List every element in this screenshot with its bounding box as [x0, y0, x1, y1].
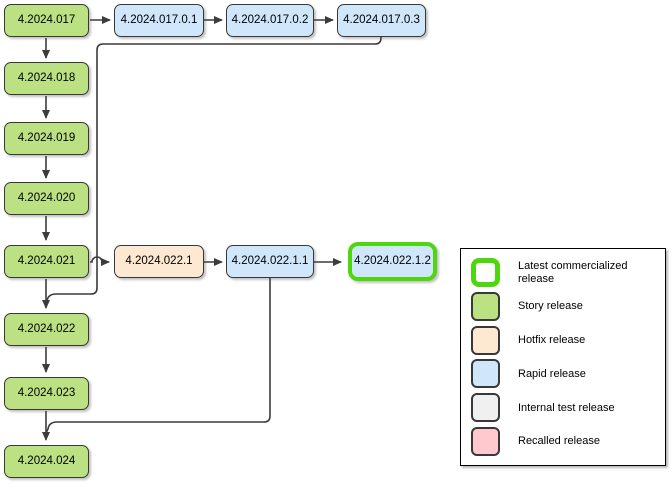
node-label: 4.2024.022.1.2 [354, 254, 431, 267]
node-4-2024-022-1: 4.2024.022.1 [114, 245, 204, 278]
legend: Latest commercialized release Story rele… [460, 248, 666, 466]
node-4-2024-017-0-3: 4.2024.017.0.3 [337, 4, 426, 37]
node-label: 4.2024.019 [17, 131, 76, 144]
hotfix-release-swatch [471, 325, 500, 355]
legend-label: Recalled release [518, 435, 600, 448]
legend-label: Rapid release [518, 367, 586, 380]
legend-item-latest: Latest commercialized release [471, 258, 655, 287]
legend-label: Story release [518, 300, 583, 313]
edge-02211-to-024 [45, 278, 271, 434]
node-4-2024-017-0-2: 4.2024.017.0.2 [226, 4, 314, 37]
legend-item-hotfix: Hotfix release [471, 325, 655, 355]
node-label: 4.2024.023 [17, 386, 76, 399]
legend-label: Hotfix release [518, 334, 586, 347]
node-label: 4.2024.022.1.1 [231, 254, 309, 267]
node-label: 4.2024.024 [17, 454, 76, 467]
story-release-swatch [471, 291, 500, 321]
node-4-2024-022-1-1: 4.2024.022.1.1 [226, 245, 314, 278]
rapid-release-swatch [471, 359, 500, 389]
node-4-2024-022-1-2: 4.2024.022.1.2 [348, 242, 437, 281]
node-label: 4.2024.017.0.1 [120, 13, 198, 26]
node-4-2024-021: 4.2024.021 [4, 245, 89, 278]
node-label: 4.2024.021 [17, 254, 76, 267]
node-label: 4.2024.018 [17, 71, 76, 84]
legend-item-story: Story release [471, 291, 655, 321]
node-4-2024-022: 4.2024.022 [4, 313, 89, 346]
recalled-release-swatch [471, 426, 500, 456]
legend-item-internal: Internal test release [471, 393, 655, 423]
node-4-2024-020: 4.2024.020 [4, 182, 89, 215]
node-label: 4.2024.017 [17, 13, 76, 26]
edge-01703-to-022 [45, 37, 382, 305]
node-4-2024-018: 4.2024.018 [4, 62, 89, 95]
node-4-2024-019: 4.2024.019 [4, 122, 89, 155]
legend-item-rapid: Rapid release [471, 359, 655, 389]
node-4-2024-017-0-1: 4.2024.017.0.1 [114, 4, 204, 37]
legend-label: Latest commercialized release [518, 260, 628, 285]
node-label: 4.2024.020 [17, 191, 76, 204]
edge-021-to-0221 [90, 256, 110, 266]
node-4-2024-023: 4.2024.023 [4, 377, 89, 410]
internal-test-release-swatch [471, 393, 500, 423]
node-4-2024-017: 4.2024.017 [4, 4, 89, 37]
node-label: 4.2024.022 [17, 322, 76, 335]
node-label: 4.2024.017.0.2 [231, 13, 309, 26]
latest-release-swatch [471, 258, 500, 287]
legend-label: Internal test release [518, 401, 615, 414]
node-label: 4.2024.022.1 [125, 254, 193, 267]
node-4-2024-024: 4.2024.024 [4, 445, 89, 478]
legend-item-recalled: Recalled release [471, 426, 655, 456]
node-label: 4.2024.017.0.3 [343, 13, 420, 26]
